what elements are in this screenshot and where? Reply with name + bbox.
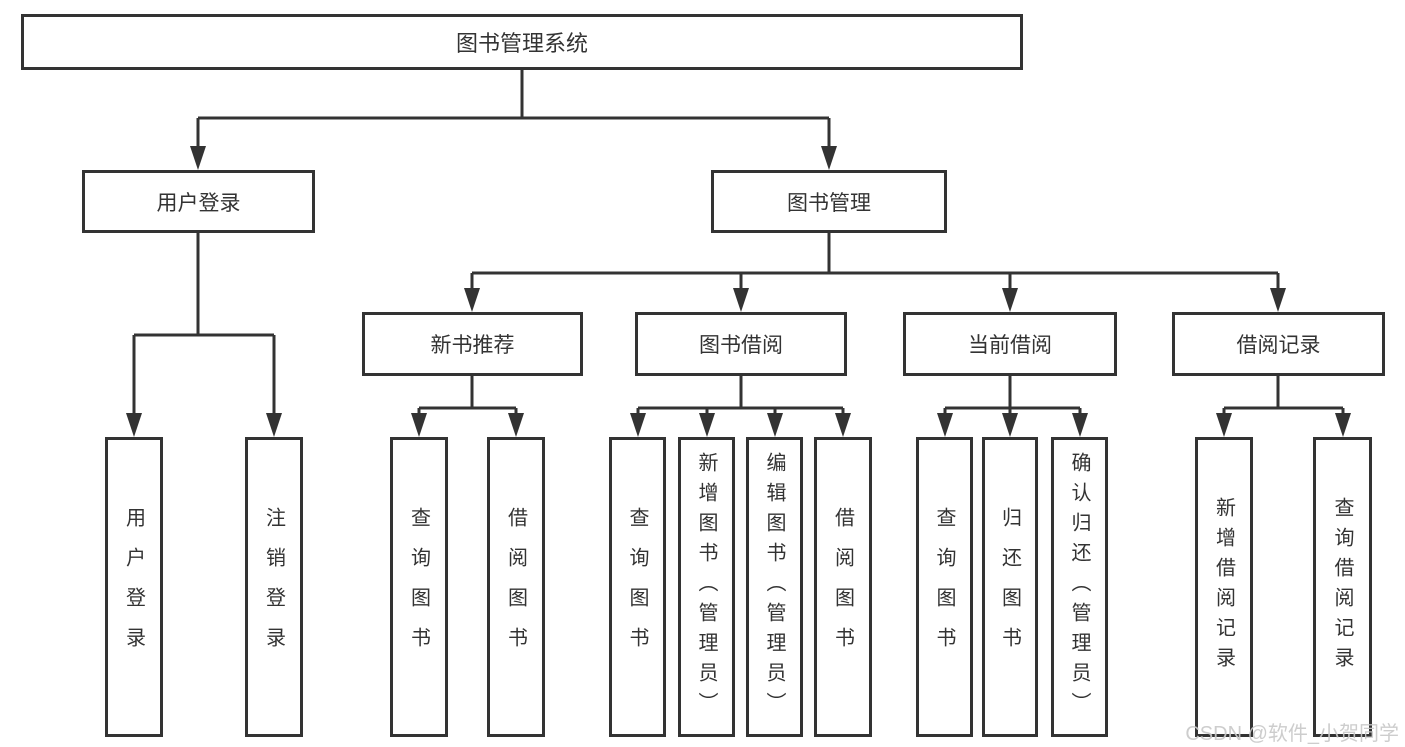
node-label: 确认归还（管理员）: [1068, 452, 1090, 722]
node-label: 借阅图书: [831, 507, 854, 667]
node-current-borrowing: 当前借阅: [903, 312, 1117, 376]
node-label: 借阅图书: [504, 507, 527, 667]
leaf-return-book: 归还图书: [982, 437, 1038, 737]
leaf-query-books-borrow: 查询图书: [609, 437, 666, 737]
node-label: 新书推荐: [430, 334, 515, 357]
node-label: 新增借阅记录: [1212, 497, 1235, 677]
node-label: 编辑图书（管理员）: [763, 452, 785, 722]
leaf-user-login: 用户登录: [105, 437, 163, 737]
leaf-borrow-books-recommend: 借阅图书: [487, 437, 545, 737]
node-book-management: 图书管理: [711, 170, 947, 233]
csdn-watermark: CSDN @软件_小贺同学: [1185, 723, 1399, 745]
leaf-add-book-admin: 新增图书（管理员）: [678, 437, 735, 737]
node-label: 查询图书: [407, 507, 430, 667]
node-label: 当前借阅: [968, 334, 1052, 357]
node-label: 图书管理: [787, 191, 871, 215]
leaf-logout: 注销登录: [245, 437, 303, 737]
node-label: 查询图书: [626, 507, 648, 667]
node-borrowing-records: 借阅记录: [1172, 312, 1385, 376]
node-label: 查询图书: [933, 507, 955, 667]
node-user-login: 用户登录: [82, 170, 315, 233]
node-label: 用户登录: [156, 191, 241, 215]
leaf-borrow-books: 借阅图书: [814, 437, 872, 737]
node-label: 借阅记录: [1236, 334, 1321, 357]
node-new-book-recommendation: 新书推荐: [362, 312, 583, 376]
leaf-query-books-recommend: 查询图书: [390, 437, 448, 737]
node-label: 图书借阅: [699, 334, 783, 357]
node-library-management-system: 图书管理系统: [21, 14, 1023, 70]
node-label: 查询借阅记录: [1331, 497, 1353, 677]
node-book-borrowing: 图书借阅: [635, 312, 847, 376]
node-label: 注销登录: [262, 507, 285, 667]
leaf-add-borrow-record: 新增借阅记录: [1195, 437, 1253, 737]
leaf-confirm-return-admin: 确认归还（管理员）: [1051, 437, 1108, 737]
leaf-query-books-current: 查询图书: [916, 437, 973, 737]
leaf-edit-book-admin: 编辑图书（管理员）: [746, 437, 803, 737]
node-label: 用户登录: [122, 507, 145, 667]
node-label: 新增图书（管理员）: [695, 452, 717, 722]
node-label: 归还图书: [998, 507, 1021, 667]
node-label: 图书管理系统: [455, 31, 588, 56]
leaf-query-borrow-record: 查询借阅记录: [1313, 437, 1372, 737]
